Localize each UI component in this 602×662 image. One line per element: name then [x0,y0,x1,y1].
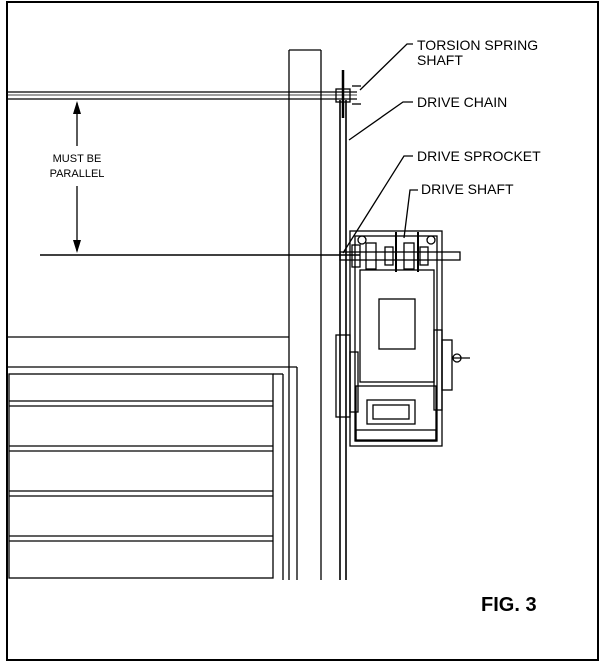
figure-caption: FIG. 3 [481,594,537,616]
drive-sprocket-label: DRIVE SPROCKET [417,148,541,164]
leader-lines [342,43,418,254]
must-be-parallel-label-line2: PARALLEL [50,168,105,180]
operator-unit [335,230,470,447]
drive-shaft [339,232,461,272]
torsion-spring-label: TORSION SPRING [417,37,538,53]
must-be-parallel-label: MUST BE [53,153,102,165]
drive-chain-label: DRIVE CHAIN [417,94,507,110]
drive-chain [339,100,347,580]
torsion-spring-label-line2: SHAFT [417,52,463,68]
figure-frame [6,1,599,661]
shaft-sprocket-collar [335,70,361,118]
door-panels [7,336,298,580]
drive-shaft-label: DRIVE SHAFT [421,181,514,197]
door-jamb [288,49,322,580]
parallel-dimension [73,101,81,253]
torsion-spring-shaft [7,91,357,100]
